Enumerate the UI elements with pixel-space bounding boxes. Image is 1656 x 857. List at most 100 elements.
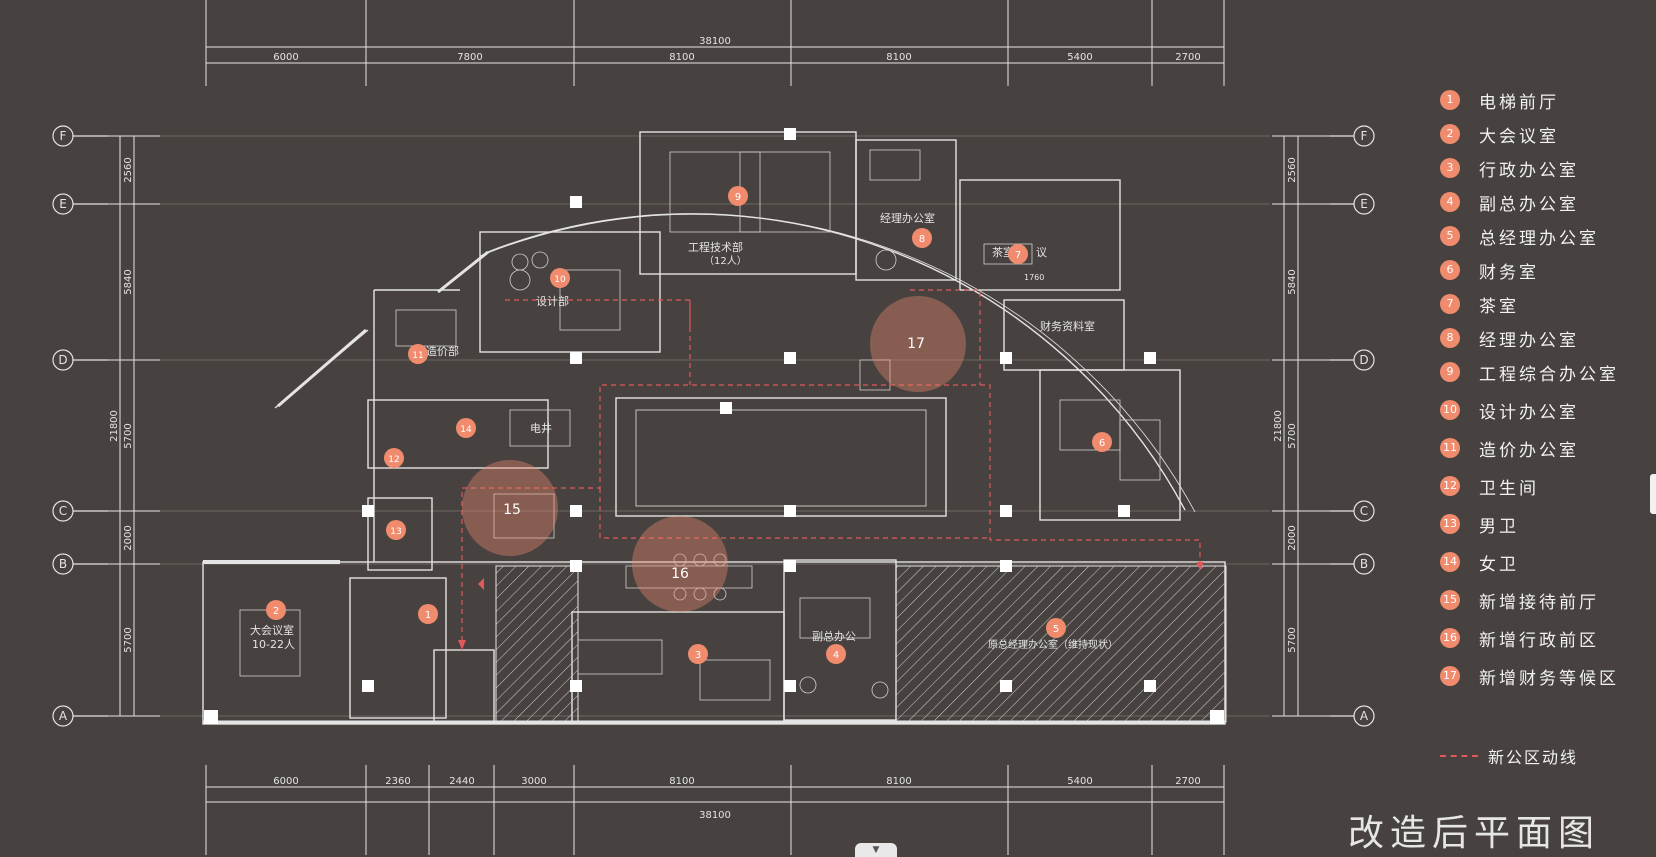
right-dim-segment: 2000 xyxy=(1287,525,1298,550)
svg-text:6: 6 xyxy=(1099,438,1105,449)
legend-number: 13 xyxy=(1440,514,1460,534)
side-panel-tab[interactable] xyxy=(1650,474,1656,514)
svg-text:8: 8 xyxy=(919,234,925,245)
new-area-markers: 15 16 17 xyxy=(503,336,925,582)
room-label-meeting: 大会议室 xyxy=(250,623,294,637)
room-label-gm: 原总经理办公室（维持现状） xyxy=(988,638,1118,651)
svg-text:4: 4 xyxy=(833,650,839,661)
svg-text:9: 9 xyxy=(735,192,741,203)
right-dim-total: 21800 xyxy=(1273,410,1284,442)
legend-item: 10 设计办公室 xyxy=(1440,396,1579,424)
legend-label: 造价办公室 xyxy=(1479,440,1579,461)
room-label-deputy: 副总办公 xyxy=(812,629,856,643)
room-label-engineering-count: （12人） xyxy=(704,255,747,267)
room-label-engineering: 工程技术部 xyxy=(688,240,743,254)
right-dim-segment: 5840 xyxy=(1287,269,1298,294)
top-dim-segment: 6000 xyxy=(273,52,298,63)
legend-number: 15 xyxy=(1440,590,1460,610)
legend-number: 1 xyxy=(1440,90,1460,110)
collapse-chevron-icon[interactable]: ▼ xyxy=(855,843,897,857)
legend-label: 副总办公室 xyxy=(1479,194,1579,215)
bottom-dim-segment: 3000 xyxy=(521,776,546,787)
axis-label: F xyxy=(60,129,67,143)
top-dim-segment: 8100 xyxy=(886,52,911,63)
top-dim-segment: 7800 xyxy=(457,52,482,63)
structural-columns xyxy=(204,128,1224,724)
room-marker-1: 1 xyxy=(418,604,438,624)
legend-label: 设计办公室 xyxy=(1479,402,1579,423)
bottom-dim-segment: 8100 xyxy=(669,776,694,787)
legend-route: 新公区动线 xyxy=(1440,744,1578,768)
room-marker-3: 3 xyxy=(688,644,708,664)
axis-label: B xyxy=(59,557,67,571)
top-dim-segment-labels: 6000 7800 8100 8100 5400 2700 xyxy=(273,52,1200,63)
legend-number: 12 xyxy=(1440,476,1460,496)
room-marker-12: 12 xyxy=(384,448,404,468)
right-dim-segment: 5700 xyxy=(1287,627,1298,652)
legend-label: 新增财务等候区 xyxy=(1479,668,1619,689)
axis-label: A xyxy=(1360,709,1369,723)
room-marker-11: 11 xyxy=(408,344,428,364)
axis-label: C xyxy=(1360,504,1368,518)
new-area-highlights xyxy=(462,296,966,612)
legend-label: 经理办公室 xyxy=(1479,330,1579,351)
legend-label: 行政办公室 xyxy=(1479,160,1579,181)
room-marker-4: 4 xyxy=(826,644,846,664)
right-dim-segment: 5700 xyxy=(1287,423,1298,448)
bottom-dim-segment: 2700 xyxy=(1175,776,1200,787)
legend-label: 茶室 xyxy=(1479,296,1519,317)
svg-text:10: 10 xyxy=(554,275,566,285)
svg-text:2: 2 xyxy=(273,606,279,617)
legend-number: 9 xyxy=(1440,362,1460,382)
legend-number: 4 xyxy=(1440,192,1460,212)
svg-text:14: 14 xyxy=(460,425,472,435)
legend-label: 女卫 xyxy=(1479,554,1519,575)
legend-number: 16 xyxy=(1440,628,1460,648)
axis-label: C xyxy=(59,504,67,518)
axis-label: B xyxy=(1360,557,1368,571)
left-dim-segment: 5840 xyxy=(123,269,134,294)
room-label-tea-tag: 议 xyxy=(1036,246,1047,259)
legend-number: 10 xyxy=(1440,400,1460,420)
legend-label: 总经理办公室 xyxy=(1479,228,1599,249)
new-area-marker-17: 17 xyxy=(907,336,925,352)
room-marker-8: 8 xyxy=(912,228,932,248)
axis-label: E xyxy=(1360,197,1368,211)
new-area-marker-15: 15 xyxy=(503,502,521,518)
bottom-dimension-chain xyxy=(205,765,1225,855)
svg-text:3: 3 xyxy=(695,650,701,661)
legend-number: 14 xyxy=(1440,552,1460,572)
legend-label: 大会议室 xyxy=(1479,126,1559,147)
room-label-meeting-count: 10-22人 xyxy=(252,638,295,651)
legend-number: 8 xyxy=(1440,328,1460,348)
svg-text:11: 11 xyxy=(412,351,423,361)
bottom-dim-segment: 6000 xyxy=(273,776,298,787)
svg-text:12: 12 xyxy=(388,455,399,465)
room-label-manager: 经理办公室 xyxy=(880,211,935,225)
left-dimension-chain xyxy=(108,135,160,717)
legend-item: 12 卫生间 xyxy=(1440,472,1539,500)
legend-number: 6 xyxy=(1440,260,1460,280)
top-dim-segment: 8100 xyxy=(669,52,694,63)
right-dim-segment: 2560 xyxy=(1287,157,1298,182)
left-dim-total: 21800 xyxy=(109,410,120,442)
left-dim-segment: 2560 xyxy=(123,157,134,182)
room-markers: 1 2 3 4 5 6 7 8 xyxy=(266,186,1112,664)
left-dim-segment: 2000 xyxy=(123,525,134,550)
legend-number: 3 xyxy=(1440,158,1460,178)
axis-bubbles-left xyxy=(52,125,108,727)
left-dim-segment: 5700 xyxy=(123,423,134,448)
axis-label: E xyxy=(59,197,67,211)
legend-item: 4 副总办公室 xyxy=(1440,188,1579,216)
axis-label: F xyxy=(1361,129,1368,143)
axis-label: D xyxy=(1359,353,1368,367)
axis-label: D xyxy=(58,353,67,367)
legend-label: 卫生间 xyxy=(1479,478,1539,499)
